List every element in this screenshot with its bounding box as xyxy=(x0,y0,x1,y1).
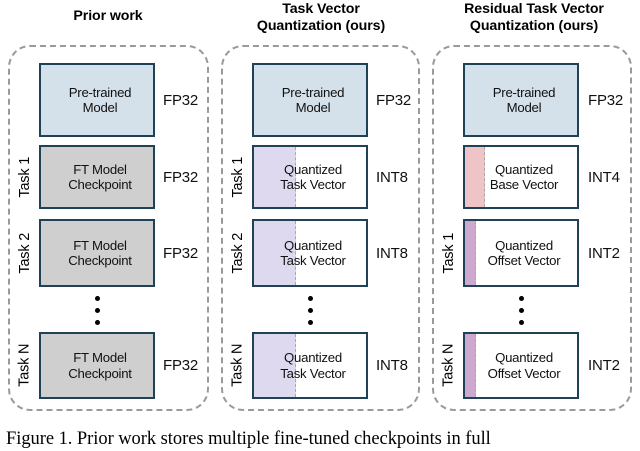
offset-vector-strip xyxy=(465,221,476,285)
vertical-ellipsis-icon xyxy=(463,296,579,325)
panel-title-prior-work: Prior work xyxy=(73,8,143,24)
task-label-text: Task 1 xyxy=(229,156,246,198)
task-label-text: Task 2 xyxy=(229,232,246,274)
precision-tag: FP32 xyxy=(588,91,624,109)
precision-tag: FP32 xyxy=(163,168,199,186)
offset-vector-strip xyxy=(465,334,476,397)
precision-tag: INT2 xyxy=(588,357,620,374)
figure-caption: Figure 1. Prior work stores multiple fin… xyxy=(6,429,491,449)
task-label-task-n: Task N xyxy=(14,332,36,399)
vertical-ellipsis-icon xyxy=(39,296,155,325)
task-vector-strip xyxy=(254,334,296,397)
precision-tag: INT8 xyxy=(376,168,408,186)
task-label-task-n: Task N xyxy=(227,332,249,399)
precision-tag: INT8 xyxy=(376,357,408,374)
precision-tag: FP32 xyxy=(163,91,199,109)
task-label-text: Task N xyxy=(229,343,246,388)
task-label-task-2: Task 2 xyxy=(227,219,249,287)
base-vector-strip xyxy=(465,147,485,207)
precision-tag: INT2 xyxy=(588,244,620,262)
precision-tag: INT4 xyxy=(588,168,620,186)
precision-tag: FP32 xyxy=(163,357,199,374)
task-label-text: Task N xyxy=(16,343,33,388)
task-label-text: Task N xyxy=(440,343,457,388)
task-label-task-n: Task N xyxy=(438,332,460,399)
task-label-text: Task 1 xyxy=(440,232,457,274)
task-label-task-1: Task 1 xyxy=(227,145,249,209)
task-label-task-1: Task 1 xyxy=(438,219,460,287)
task-label-task-1: Task 1 xyxy=(14,145,36,209)
vertical-ellipsis-icon xyxy=(252,296,368,325)
precision-tag: FP32 xyxy=(376,91,412,109)
task-label-text: Task 2 xyxy=(16,232,33,274)
task-vector-strip xyxy=(254,221,296,285)
precision-tag: INT8 xyxy=(376,244,408,262)
task-vector-strip xyxy=(254,147,296,207)
precision-tag: FP32 xyxy=(163,244,199,262)
task-label-task-2: Task 2 xyxy=(14,219,36,287)
task-label-text: Task 1 xyxy=(16,156,33,198)
